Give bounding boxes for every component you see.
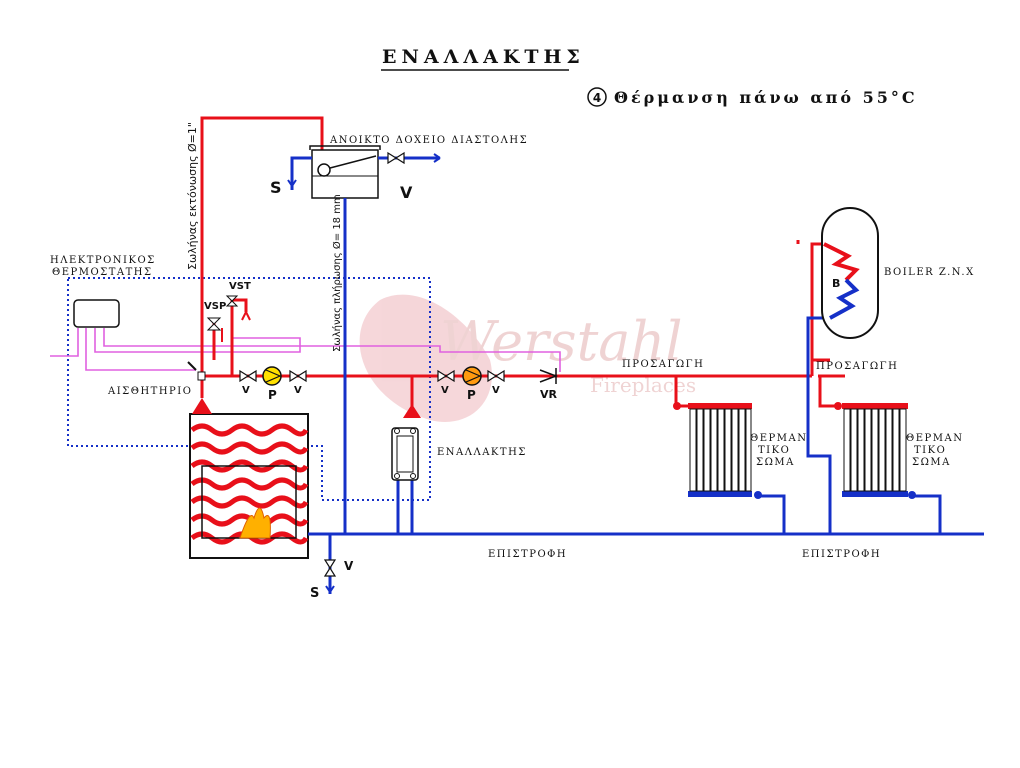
subtitle-text: Θέρμανση πάνω από 55°C	[614, 88, 918, 107]
return-label-2: ΕΠΙΣΤΡΟΦΗ	[802, 549, 881, 560]
drain-arrow-1	[287, 179, 297, 187]
thermostat-label-2: ΘΕΡΜΟΣΤΑΤΗΣ	[52, 267, 153, 278]
subtitle-number-circle	[587, 87, 607, 107]
radiator-1-label-2: ΤΙΚΟ	[758, 445, 790, 456]
radiator-2-label-2: ΤΙΚΟ	[914, 445, 946, 456]
return-label-1: ΕΠΙΣΤΡΟΦΗ	[488, 549, 567, 560]
secondary-valve-label-1: V	[441, 385, 449, 396]
sensor-label: ΑΙΣΘΗΤΗΡΙΟ	[107, 386, 192, 397]
hot-water-boiler	[821, 207, 879, 339]
radiator-2-label-3: ΣΩΜΑ	[912, 457, 951, 468]
primary-valve-label-2: V	[294, 385, 302, 396]
secondary-pump	[462, 366, 482, 386]
primary-pump-label: P	[268, 388, 277, 402]
check-valve	[539, 368, 559, 384]
tank-valve-label: V	[400, 183, 413, 202]
fireplace-boiler	[189, 398, 309, 559]
drain-valve	[323, 559, 337, 577]
thermostat-label-1: ΗΛΕΚΤΡΟΝΙΚΟΣ	[50, 255, 156, 266]
supply-label-1: ΠΡΟΣΑΓΩΓΗ	[622, 359, 704, 370]
expansion-pipe-label: Σωλήνας εκτόνωσης Ø=1"	[186, 122, 199, 270]
radiator-2-label-1: ΘΕΡΜΑΝ	[906, 433, 963, 444]
diagram-title: ΕΝΑΛΛΑΚΤΗΣ	[382, 46, 585, 68]
overflow-valve	[387, 151, 405, 165]
vsp-label: VSP	[204, 301, 226, 312]
expansion-tank-label: ΑΝΟΙΚΤΟ ΔΟΧΕΙΟ ΔΙΑΣΤΟΛΗΣ	[329, 135, 528, 146]
watermark: Werstahl Fireplaces	[359, 294, 696, 422]
control-dotted-lines	[67, 277, 431, 501]
temperature-sensor	[197, 371, 206, 381]
vst-label: VST	[229, 281, 251, 292]
drain-arrow-2	[325, 585, 335, 593]
boiler-label: BOILER Z.N.X	[884, 267, 975, 278]
subtitle-number: 4	[593, 91, 601, 105]
secondary-valve-label-2: V	[492, 385, 500, 396]
electronic-thermostat	[73, 299, 120, 328]
exchanger-label: ΕΝΑΛΛΑΚΤΗΣ	[437, 447, 527, 458]
secondary-pump-label: P	[467, 388, 476, 402]
primary-valves	[239, 369, 307, 383]
radiator-1	[673, 402, 762, 499]
cold-pipes	[290, 156, 984, 594]
drain-valve-label: V	[344, 559, 354, 573]
watermark-text: Werstahl	[440, 310, 683, 373]
fill-pipe-label: Σωλήνας πλήρωσης Ø= 18 mm	[331, 194, 343, 352]
safety-valves	[206, 295, 239, 331]
secondary-valves	[437, 369, 505, 383]
radiator-1-label-3: ΣΩΜΑ	[756, 457, 795, 468]
bottom-drain-label: S	[310, 586, 319, 601]
boiler-coil-label: B	[832, 277, 840, 290]
fill-arrow	[433, 153, 441, 163]
radiator-2	[834, 402, 916, 499]
tank-drain-label: S	[270, 178, 282, 197]
expansion-tank	[309, 145, 381, 199]
heat-exchanger	[391, 404, 421, 481]
supply-label-2: ΠΡΟΣΑΓΩΓΗ	[816, 361, 898, 372]
check-valve-label: VR	[540, 388, 558, 401]
primary-pump	[262, 366, 282, 386]
radiator-1-label-1: ΘΕΡΜΑΝ	[750, 433, 807, 444]
primary-valve-label-1: V	[242, 385, 250, 396]
signal-wires	[50, 328, 561, 372]
